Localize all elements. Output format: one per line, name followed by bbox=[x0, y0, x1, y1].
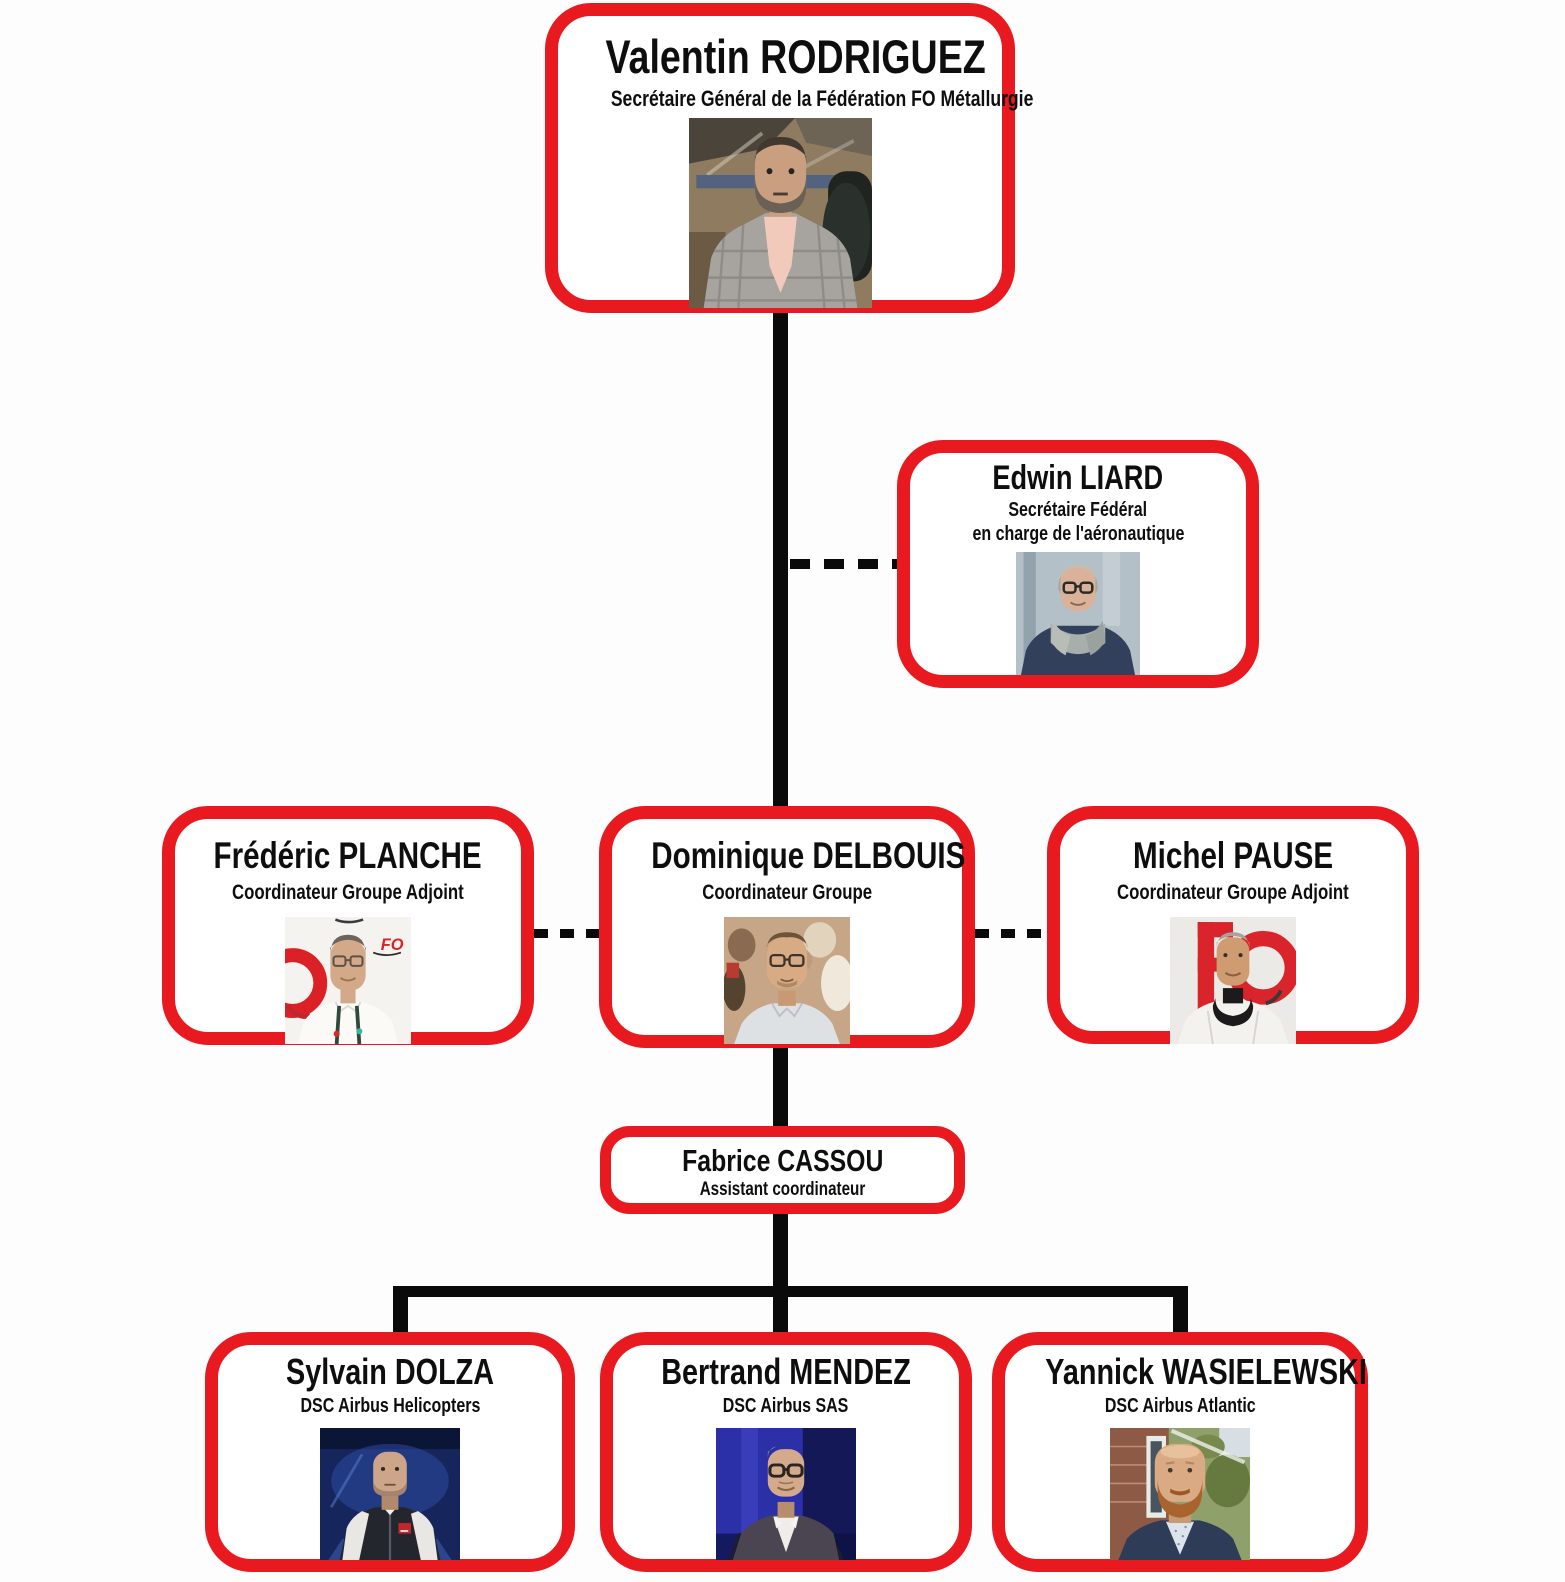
org-node-frederic-planche: Frédéric PLANCHE Coordinateur Groupe Adj… bbox=[162, 806, 534, 1045]
person-title: Coordinateur Groupe Adjoint bbox=[1117, 880, 1349, 904]
person-name: Valentin RODRIGUEZ bbox=[605, 30, 986, 83]
person-title: Coordinateur Groupe bbox=[702, 880, 872, 904]
person-title: DSC Airbus SAS bbox=[723, 1395, 849, 1418]
person-title: Coordinateur Groupe Adjoint bbox=[232, 880, 464, 904]
person-title: DSC Airbus Helicopters bbox=[300, 1395, 480, 1418]
person-name: Frédéric PLANCHE bbox=[213, 835, 483, 876]
person-title: Secrétaire Général de la Fédération FO M… bbox=[610, 86, 1034, 112]
org-node-valentin-rodriguez: Valentin RODRIGUEZ Secrétaire Général de… bbox=[545, 3, 1033, 313]
org-node-fabrice-cassou: Fabrice CASSOU Assistant coordinateur bbox=[600, 1126, 965, 1214]
photo-sylvain-dolza bbox=[320, 1428, 460, 1561]
person-name: Edwin LIARD bbox=[992, 459, 1164, 497]
person-title: en charge de l'aéronautique bbox=[972, 523, 1184, 546]
person-title: Secrétaire Fédéral bbox=[1008, 499, 1148, 522]
person-name: Fabrice CASSOU bbox=[681, 1143, 884, 1178]
org-node-michel-pause: Michel PAUSE Coordinateur Groupe Adjoint bbox=[1047, 806, 1419, 1044]
org-node-sylvain-dolza: Sylvain DOLZA DSC Airbus Helicopters bbox=[205, 1332, 575, 1572]
person-name: Dominique DELBOUIS bbox=[651, 835, 966, 876]
org-node-dominique-delbouis: Dominique DELBOUIS Coordinateur Groupe bbox=[599, 806, 975, 1048]
person-name: Bertrand MENDEZ bbox=[661, 1351, 911, 1392]
photo-bertrand-mendez bbox=[716, 1428, 856, 1561]
connector-cassou-trunk bbox=[773, 1212, 788, 1336]
photo-yannick-wasielewski bbox=[1110, 1428, 1250, 1561]
photo-edwin-liard bbox=[1016, 552, 1140, 676]
photo-michel-pause bbox=[1170, 916, 1296, 1044]
connector-rodriguez-delbouis bbox=[773, 310, 788, 808]
person-name: Michel PAUSE bbox=[1132, 835, 1334, 876]
connector-drop-dolza bbox=[393, 1286, 408, 1336]
org-node-bertrand-mendez: Bertrand MENDEZ DSC Airbus SAS bbox=[600, 1332, 972, 1572]
person-name: Yannick WASIELEWSKI bbox=[1045, 1351, 1367, 1392]
person-name: Sylvain DOLZA bbox=[285, 1351, 495, 1392]
person-title: DSC Airbus Atlantic bbox=[1104, 1395, 1256, 1418]
svg-text:FO: FO bbox=[381, 936, 404, 954]
connector-delbouis-pause bbox=[975, 929, 1047, 938]
connector-rodriguez-liard bbox=[790, 559, 897, 569]
org-node-edwin-liard: Edwin LIARD Secrétaire Fédéral en charge… bbox=[897, 440, 1259, 688]
connector-drop-wasielewski bbox=[1173, 1286, 1188, 1336]
photo-valentin-rodriguez bbox=[688, 118, 872, 309]
photo-frederic-planche: FO bbox=[285, 916, 411, 1044]
connector-bottom-bar bbox=[393, 1286, 1188, 1297]
connector-delbouis-cassou bbox=[773, 1046, 788, 1128]
person-title: Assistant coordinateur bbox=[699, 1178, 866, 1200]
connector-planche-delbouis bbox=[534, 929, 599, 938]
photo-dominique-delbouis bbox=[724, 916, 850, 1044]
org-node-yannick-wasielewski: Yannick WASIELEWSKI DSC Airbus Atlantic bbox=[992, 1332, 1368, 1572]
